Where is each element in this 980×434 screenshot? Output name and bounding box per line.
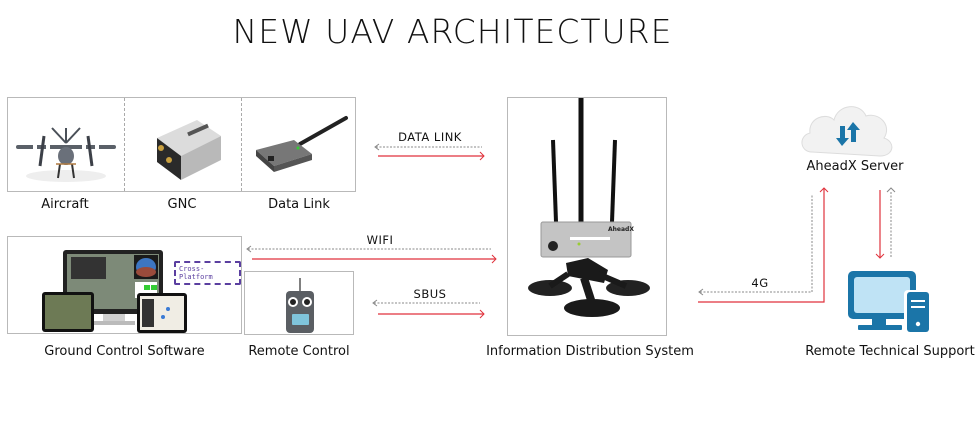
device-brand-label: AheadX	[608, 226, 634, 233]
divider	[241, 98, 242, 191]
data-link-radio-icon	[256, 116, 348, 172]
data-link-connection-label: DATA LINK	[398, 130, 462, 144]
server-label: AheadX Server	[806, 159, 904, 174]
remote-support-label: Remote Technical Support	[805, 344, 975, 359]
remote-control-label: Remote Control	[248, 344, 350, 359]
ground-control-box: Cross-Platform	[7, 236, 242, 334]
diagram-title: NEW UAV ARCHITECTURE	[232, 12, 673, 51]
ground-control-label: Ground Control Software	[44, 344, 205, 359]
wifi-connection	[246, 245, 497, 264]
airborne-components-box	[7, 97, 356, 192]
info-distribution-box: AheadX	[507, 97, 667, 336]
info-distribution-device-icon	[528, 98, 650, 317]
wifi-connection-label: WIFI	[366, 233, 394, 247]
data-link-label: Data Link	[268, 197, 330, 212]
gnc-label: GNC	[167, 197, 197, 212]
remote-control-box	[244, 271, 354, 335]
remote-control-icon	[286, 278, 314, 333]
ground-control-devices-icon	[42, 250, 187, 333]
divider	[124, 98, 125, 191]
sbus-connection	[372, 299, 485, 319]
gnc-module-icon	[157, 120, 221, 180]
info-distribution-label: Information Distribution System	[486, 344, 694, 359]
4g-connection	[698, 187, 829, 303]
cross-platform-badge: Cross-Platform	[174, 261, 241, 285]
aircraft-icon	[16, 127, 116, 182]
server-support-connection	[875, 187, 896, 259]
aircraft-label: Aircraft	[41, 197, 89, 212]
4g-connection-label: 4G	[751, 276, 769, 290]
data-link-connection	[374, 143, 485, 161]
sbus-connection-label: SBUS	[413, 287, 447, 301]
